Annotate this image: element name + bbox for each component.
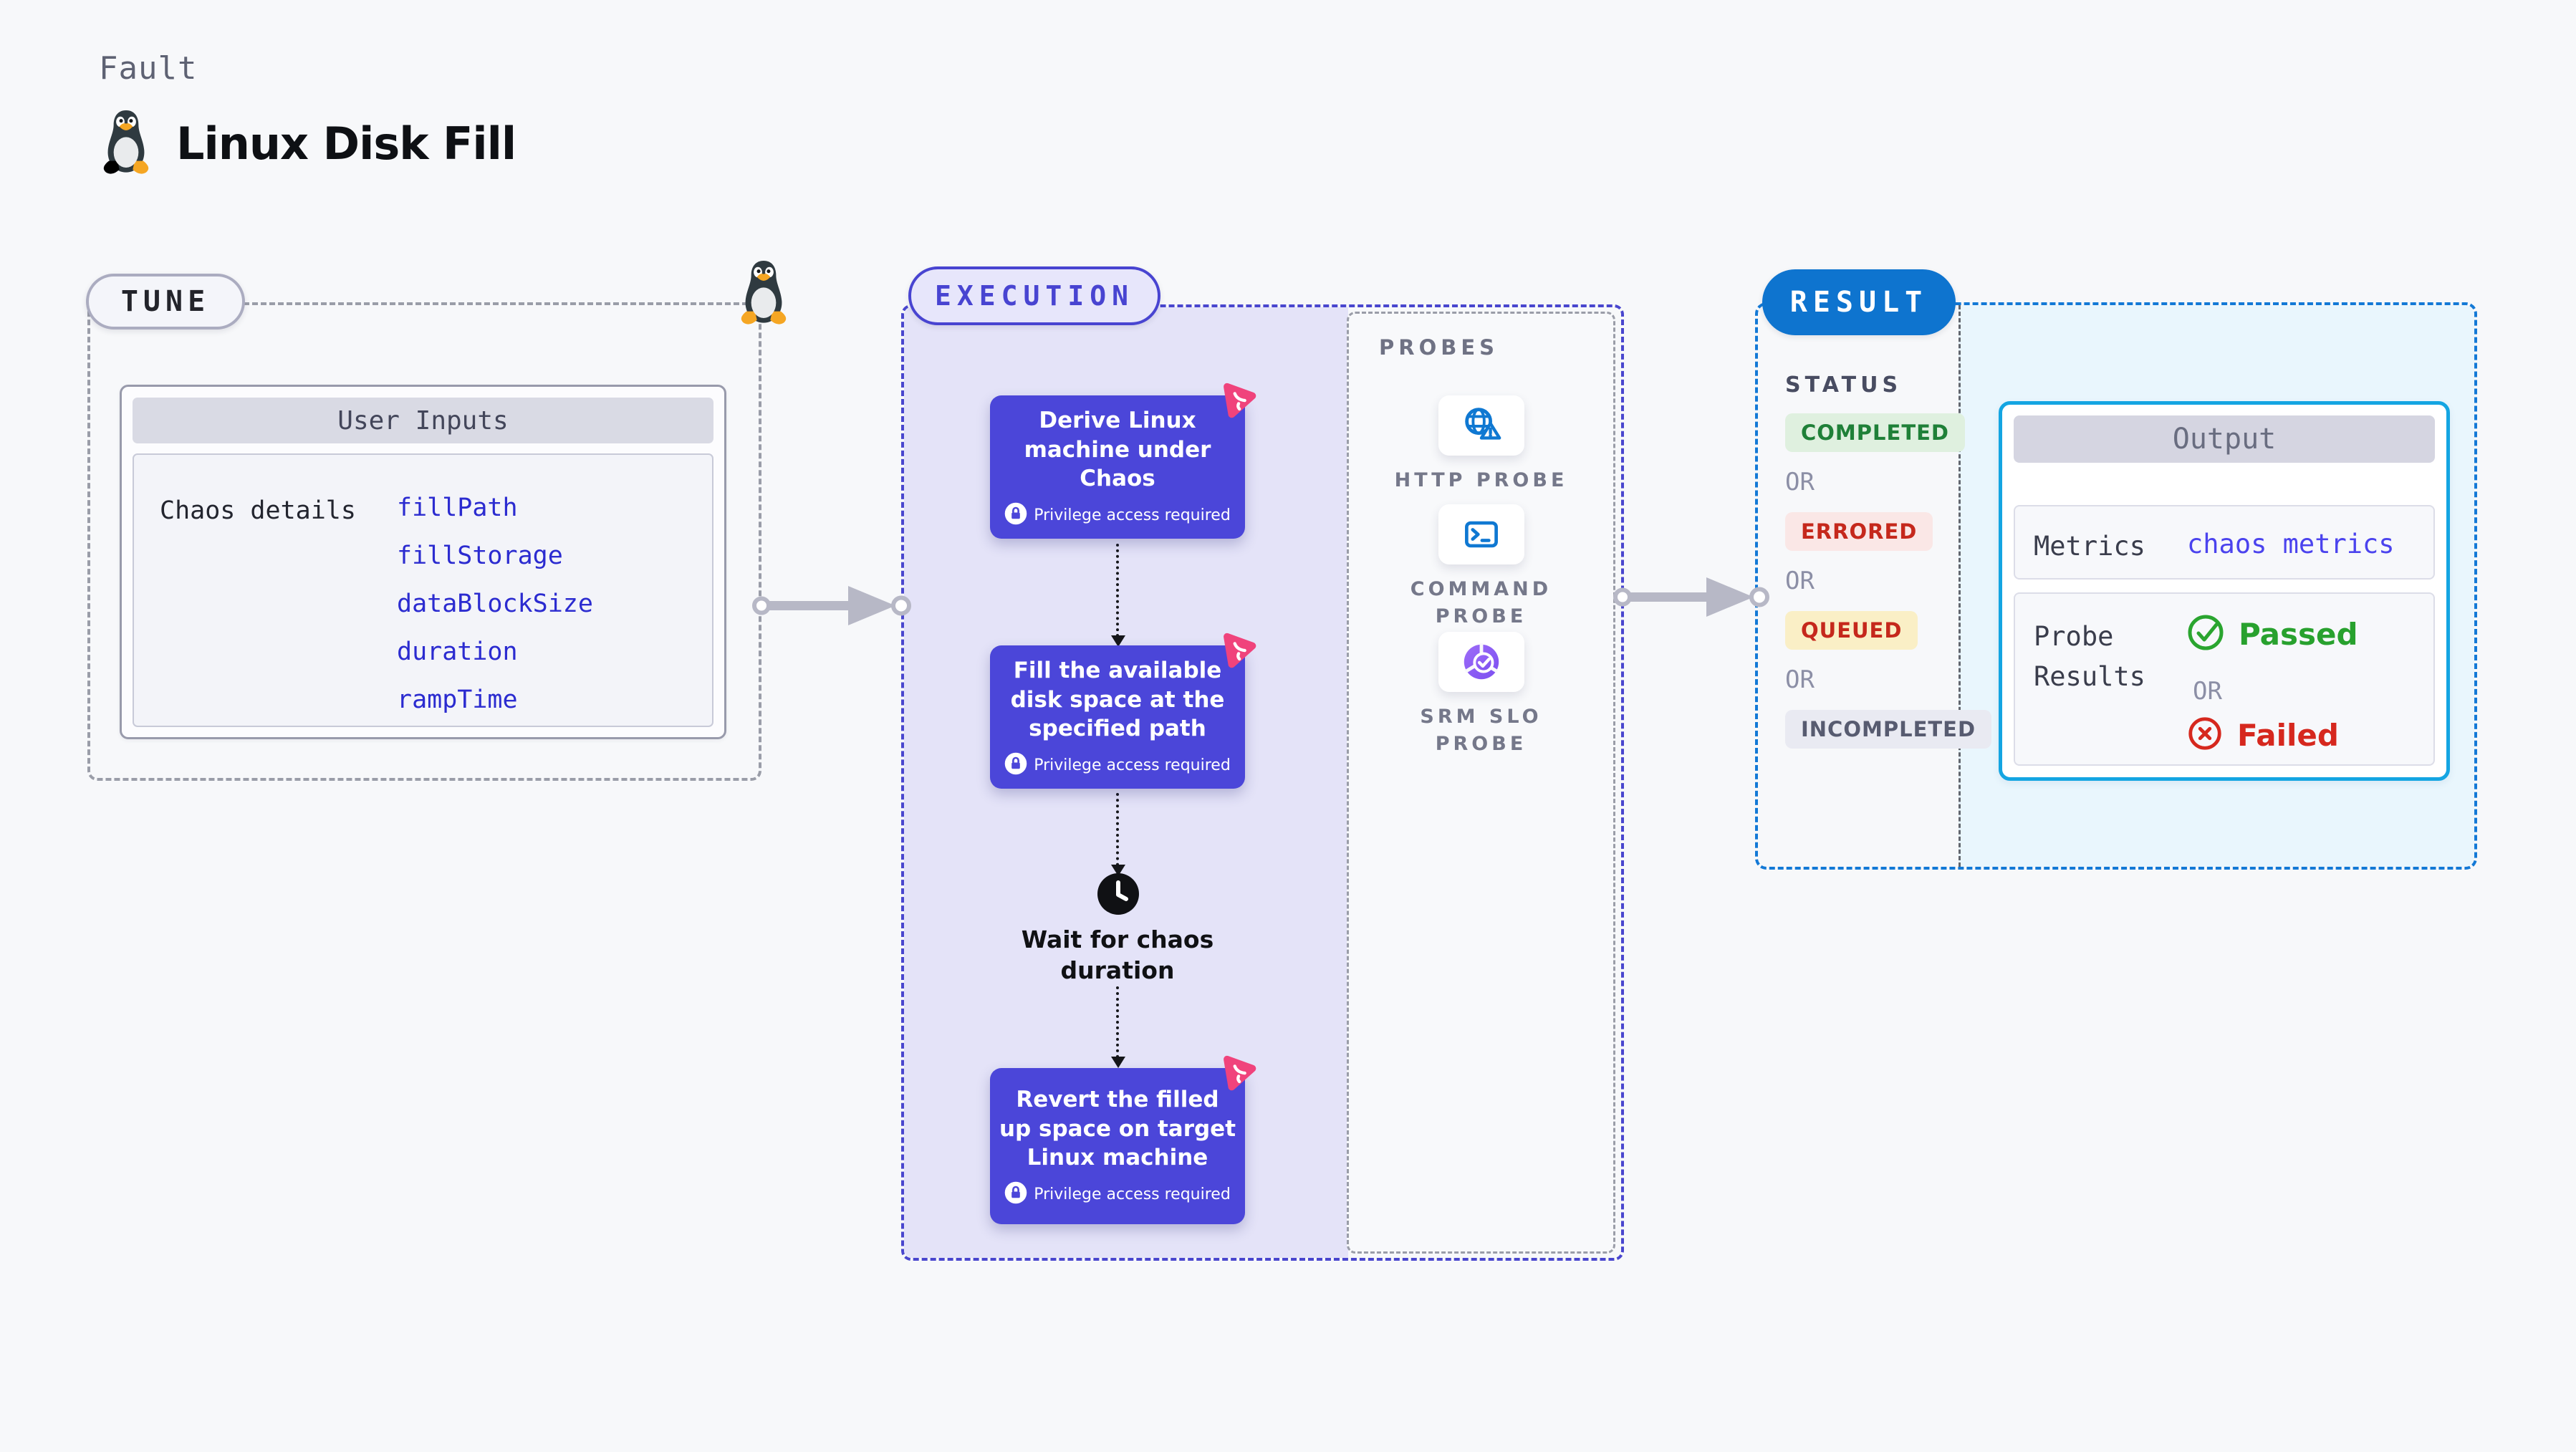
terminal-icon [1438,504,1524,564]
execution-to-result-arrow [1612,570,1769,626]
probes-section: PROBES HTTP PROBE [1347,312,1615,1254]
input-link-duration[interactable]: duration [397,637,518,666]
execution-step-2: Fill the available disk space at the spe… [990,633,1256,789]
check-circle-icon [2186,612,2226,655]
input-link-datablocksize[interactable]: dataBlockSize [397,589,593,618]
status-badge-completed: COMPLETED [1785,413,1966,452]
execution-step-3: Revert the filled up space on target Lin… [990,1055,1256,1224]
page-title: Linux Disk Fill [176,117,516,170]
lock-icon [1004,1181,1027,1207]
step-title: Revert the filled up space on target Lin… [999,1086,1236,1171]
passed-label: Passed [2239,616,2358,652]
probe-name: COMMAND PROBE [1410,578,1552,628]
user-inputs-body: Chaos details fillPath fillStorage dataB… [133,453,713,727]
lock-icon [1004,502,1027,528]
tune-to-execution-arrow [749,579,911,635]
slo-pie-icon [1438,632,1524,692]
step-title: Fill the available disk space at the spe… [1010,657,1225,742]
privilege-row: Privilege access required [1004,502,1231,528]
probe-result-passed: Passed [2186,612,2358,655]
metrics-label: Metrics [2034,531,2145,562]
chaos-fault-icon [1218,380,1258,420]
or-separator: OR [1785,567,1815,595]
user-inputs-header: User Inputs [133,398,713,443]
probe-command: COMMAND PROBE [1349,504,1613,630]
globe-alert-icon [1438,395,1524,456]
clock-icon [1096,872,1140,919]
execution-step-1: Derive Linux machine under Chaos Privile… [990,383,1256,539]
metrics-row: Metrics chaos metrics [2014,505,2435,580]
probe-results-label: Probe Results [2034,621,2145,692]
privilege-label: Privilege access required [1034,1185,1231,1203]
tux-corner-icon [735,258,792,330]
output-header: Output [2014,415,2435,463]
execution-section: Derive Linux machine under Chaos Privile… [901,304,1624,1261]
chaos-fault-icon [1218,1052,1258,1092]
input-link-fillstorage[interactable]: fillStorage [397,541,563,570]
tune-section [87,302,761,781]
probes-heading: PROBES [1379,335,1499,360]
flow-arrow-down [1111,986,1125,1068]
flow-arrow-down [1111,793,1125,876]
chaos-fault-icon [1218,630,1258,670]
lock-icon [1004,752,1027,778]
status-badge-queued: QUEUED [1785,611,1918,650]
status-column: STATUS COMPLETED OR ERRORED OR QUEUED OR… [1785,372,1992,749]
step-title: Derive Linux machine under Chaos [1024,407,1211,492]
execution-pill: EXECUTION [908,266,1160,325]
result-pill: RESULT [1762,269,1956,335]
status-heading: STATUS [1785,372,1903,398]
privilege-row: Privilege access required [1004,1181,1231,1207]
probe-srm-slo: SRM SLO PROBE [1349,632,1613,758]
privilege-label: Privilege access required [1034,756,1231,774]
input-link-ramptime[interactable]: rampTime [397,685,518,714]
chaos-metrics-link[interactable]: chaos metrics [2187,528,2395,559]
x-circle-icon [2186,714,2224,756]
user-input-list: fillPath fillStorage dataBlockSize durat… [397,484,593,723]
or-separator: OR [1785,468,1815,496]
probe-name: HTTP PROBE [1394,469,1568,491]
probe-results-row: Probe Results Passed OR [2014,592,2435,766]
wait-duration-label: Wait for chaos duration [1021,925,1214,984]
status-badge-errored: ERRORED [1785,512,1933,551]
fault-eyebrow: Fault [99,50,198,87]
tux-icon [97,107,155,179]
or-separator: OR [1785,665,1815,694]
flow-arrow-down [1111,544,1125,647]
page-title-row: Linux Disk Fill [97,107,516,179]
tune-pill: TUNE [86,274,245,330]
or-separator: OR [2193,677,2222,706]
privilege-row: Privilege access required [1004,752,1231,778]
failed-label: Failed [2237,717,2339,753]
chaos-details-label: Chaos details [160,496,356,525]
user-inputs-card: User Inputs Chaos details fillPath fillS… [120,385,726,739]
input-link-fillpath[interactable]: fillPath [397,493,518,522]
probe-http: HTTP PROBE [1349,395,1613,494]
output-card: Output Metrics chaos metrics Probe Resul… [1999,401,2450,781]
privilege-label: Privilege access required [1034,506,1231,524]
probe-result-failed: Failed [2186,714,2339,756]
probe-name: SRM SLO PROBE [1420,706,1542,755]
status-badge-incompleted: INCOMPLETED [1785,710,1992,749]
